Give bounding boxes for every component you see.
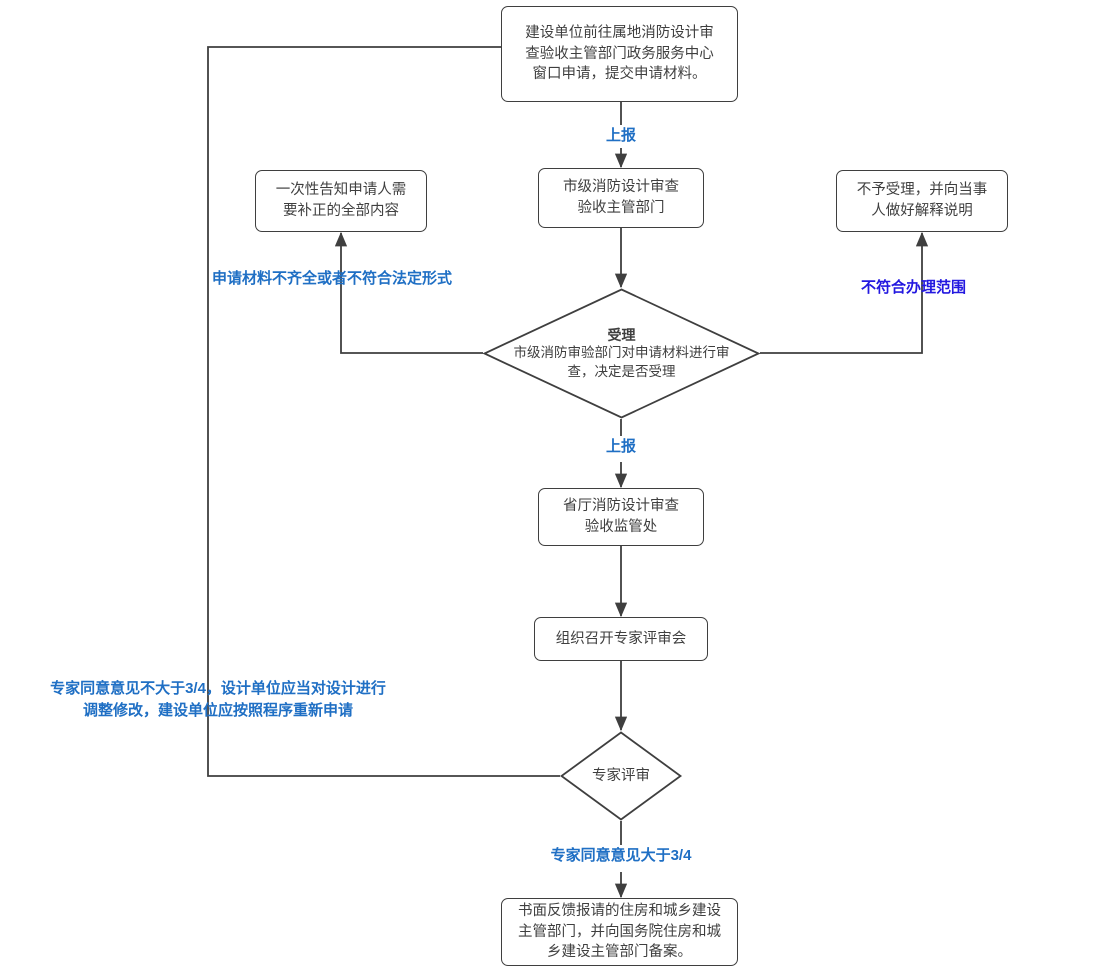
node-feedback-record-label: 书面反馈报请的住房和城乡建设 主管部门，并向国务院住房和城 乡建设主管部门备案。	[518, 903, 721, 961]
node-accept-decision[interactable]: 受理 市级消防审验部门对申请材料进行审 查，决定是否受理	[482, 288, 761, 419]
node-notify-correction[interactable]: 一次性告知申请人需 要补正的全部内容	[255, 170, 427, 232]
edge-label-experts-agree: 专家同意意见大于3/4	[550, 847, 692, 864]
node-apply-label: 建设单位前往属地消防设计审 查验收主管部门政务服务中心 窗口申请，提交申请材料。	[525, 25, 714, 83]
node-reject[interactable]: 不予受理，并向当事 人做好解释说明	[836, 170, 1008, 232]
node-feedback-record[interactable]: 书面反馈报请的住房和城乡建设 主管部门，并向国务院住房和城 乡建设主管部门备案。	[501, 898, 738, 966]
edge-label-incomplete-materials: 申请材料不齐全或者不符合法定形式	[212, 270, 453, 287]
node-expert-meeting-label: 组织召开专家评审会	[555, 630, 687, 647]
node-province-dept-label: 省厅消防设计审查 验收监管处	[563, 498, 679, 535]
decision-diamond-shape	[482, 288, 761, 419]
edge-label-out-of-scope: 不符合办理范围	[861, 279, 967, 296]
edge-label-report-2: 上报	[605, 438, 636, 455]
edge-label-report-1: 上报	[605, 127, 636, 144]
node-city-dept[interactable]: 市级消防设计审查 验收主管部门	[538, 168, 704, 228]
edge-accept-to-notify	[334, 231, 483, 354]
node-expert-meeting[interactable]: 组织召开专家评审会	[534, 617, 708, 661]
edge-label-experts-not-agree: 专家同意意见不大于3/4，设计单位应当对设计进行 调整修改，建设单位应按照程序重…	[50, 680, 386, 719]
node-province-dept[interactable]: 省厅消防设计审查 验收监管处	[538, 488, 704, 546]
node-reject-label: 不予受理，并向当事 人做好解释说明	[856, 182, 988, 219]
node-notify-correction-label: 一次性告知申请人需 要补正的全部内容	[275, 182, 407, 219]
node-apply[interactable]: 建设单位前往属地消防设计审 查验收主管部门政务服务中心 窗口申请，提交申请材料。	[501, 6, 738, 102]
node-expert-review[interactable]: 专家评审	[559, 731, 683, 821]
decision-diamond-shape	[559, 731, 683, 821]
node-city-dept-label: 市级消防设计审查 验收主管部门	[563, 179, 679, 216]
